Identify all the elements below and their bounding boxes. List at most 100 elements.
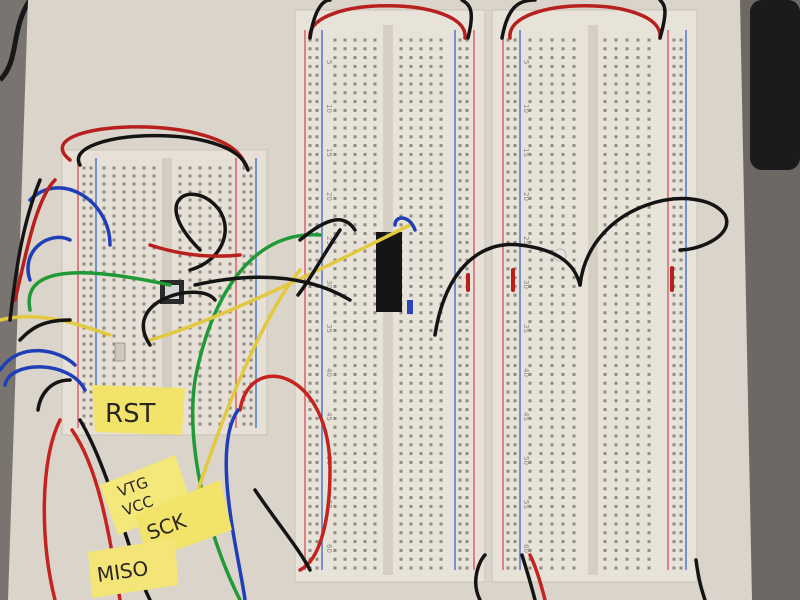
breadboard-hole bbox=[198, 302, 202, 306]
breadboard-hole bbox=[572, 56, 576, 60]
breadboard-hole bbox=[614, 56, 618, 60]
breadboard-hole bbox=[439, 346, 443, 350]
breadboard-hole bbox=[506, 408, 510, 412]
breadboard-hole bbox=[353, 108, 357, 112]
breadboard-hole bbox=[550, 522, 554, 526]
breadboard-hole bbox=[561, 214, 565, 218]
breadboard-hole bbox=[603, 328, 607, 332]
breadboard-hole bbox=[506, 276, 510, 280]
breadboard-hole bbox=[242, 350, 246, 354]
breadboard-hole bbox=[439, 100, 443, 104]
breadboard-hole bbox=[308, 135, 312, 139]
breadboard-hole bbox=[679, 179, 683, 183]
breadboard-hole bbox=[242, 166, 246, 170]
breadboard-hole bbox=[373, 232, 377, 236]
breadboard-hole bbox=[429, 152, 433, 156]
breadboard-hole bbox=[178, 262, 182, 266]
breadboard-hole bbox=[679, 487, 683, 491]
breadboard-hole bbox=[465, 214, 469, 218]
breadboard-hole bbox=[142, 174, 146, 178]
breadboard-hole bbox=[228, 238, 232, 242]
breadboard-hole bbox=[506, 557, 510, 561]
breadboard-hole bbox=[218, 214, 222, 218]
breadboard-hole bbox=[353, 346, 357, 350]
breadboard-hole bbox=[513, 504, 517, 508]
breadboard-hole bbox=[429, 355, 433, 359]
breadboard-hole bbox=[198, 190, 202, 194]
breadboard-hole bbox=[603, 531, 607, 535]
breadboard-hole bbox=[242, 318, 246, 322]
breadboard-hole bbox=[228, 190, 232, 194]
breadboard-hole bbox=[647, 469, 651, 473]
breadboard-hole bbox=[513, 372, 517, 376]
breadboard-hole bbox=[679, 91, 683, 95]
breadboard-hole bbox=[647, 56, 651, 60]
breadboard-hole bbox=[373, 540, 377, 544]
breadboard-hole bbox=[614, 381, 618, 385]
breadboard-hole bbox=[112, 302, 116, 306]
breadboard-hole bbox=[679, 320, 683, 324]
breadboard-hole bbox=[152, 190, 156, 194]
breadboard-hole bbox=[363, 337, 367, 341]
breadboard-hole bbox=[333, 487, 337, 491]
breadboard-hole bbox=[249, 422, 253, 426]
breadboard-hole bbox=[353, 205, 357, 209]
breadboard-hole bbox=[419, 73, 423, 77]
breadboard-hole bbox=[363, 284, 367, 288]
breadboard-hole bbox=[513, 293, 517, 297]
breadboard-hole bbox=[419, 364, 423, 368]
breadboard-hole bbox=[636, 452, 640, 456]
breadboard-hole bbox=[465, 91, 469, 95]
breadboard-hole bbox=[363, 513, 367, 517]
breadboard-hole bbox=[672, 240, 676, 244]
breadboard-hole bbox=[614, 47, 618, 51]
breadboard-hole bbox=[550, 73, 554, 77]
breadboard-hole bbox=[399, 443, 403, 447]
breadboard-hole bbox=[550, 372, 554, 376]
breadboard-hole bbox=[132, 382, 136, 386]
breadboard-hole bbox=[308, 496, 312, 500]
breadboard-hole bbox=[550, 223, 554, 227]
breadboard-hole bbox=[353, 504, 357, 508]
breadboard-hole bbox=[102, 294, 106, 298]
breadboard-hole bbox=[208, 214, 212, 218]
breadboard-hole bbox=[333, 452, 337, 456]
breadboard-hole bbox=[572, 161, 576, 165]
breadboard-hole bbox=[399, 390, 403, 394]
breadboard-hole bbox=[672, 214, 676, 218]
breadboard-hole bbox=[409, 126, 413, 130]
breadboard-hole bbox=[528, 249, 532, 253]
breadboard-hole bbox=[528, 302, 532, 306]
breadboard-hole bbox=[528, 38, 532, 42]
breadboard-hole bbox=[102, 198, 106, 202]
breadboard-hole bbox=[439, 152, 443, 156]
breadboard-hole bbox=[513, 452, 517, 456]
breadboard-hole bbox=[439, 135, 443, 139]
breadboard-hole bbox=[333, 196, 337, 200]
breadboard-hole bbox=[636, 91, 640, 95]
breadboard-hole bbox=[465, 232, 469, 236]
breadboard-hole bbox=[458, 249, 462, 253]
breadboard-hole bbox=[308, 372, 312, 376]
breadboard-hole bbox=[373, 434, 377, 438]
breadboard-hole bbox=[363, 548, 367, 552]
breadboard-hole bbox=[419, 434, 423, 438]
breadboard-hole bbox=[142, 286, 146, 290]
breadboard-hole bbox=[112, 254, 116, 258]
breadboard-hole bbox=[308, 126, 312, 130]
breadboard-hole bbox=[122, 270, 126, 274]
breadboard-hole bbox=[343, 540, 347, 544]
breadboard-hole bbox=[647, 223, 651, 227]
breadboard-hole bbox=[409, 364, 413, 368]
breadboard-hole bbox=[625, 320, 629, 324]
breadboard-hole bbox=[561, 513, 565, 517]
breadboard-hole bbox=[528, 355, 532, 359]
breadboard-hole bbox=[218, 238, 222, 242]
breadboard-hole bbox=[333, 425, 337, 429]
breadboard-hole bbox=[429, 390, 433, 394]
breadboard-hole bbox=[506, 496, 510, 500]
breadboard-hole bbox=[429, 381, 433, 385]
breadboard-hole bbox=[647, 108, 651, 112]
breadboard-hole bbox=[315, 381, 319, 385]
breadboard-hole bbox=[308, 100, 312, 104]
